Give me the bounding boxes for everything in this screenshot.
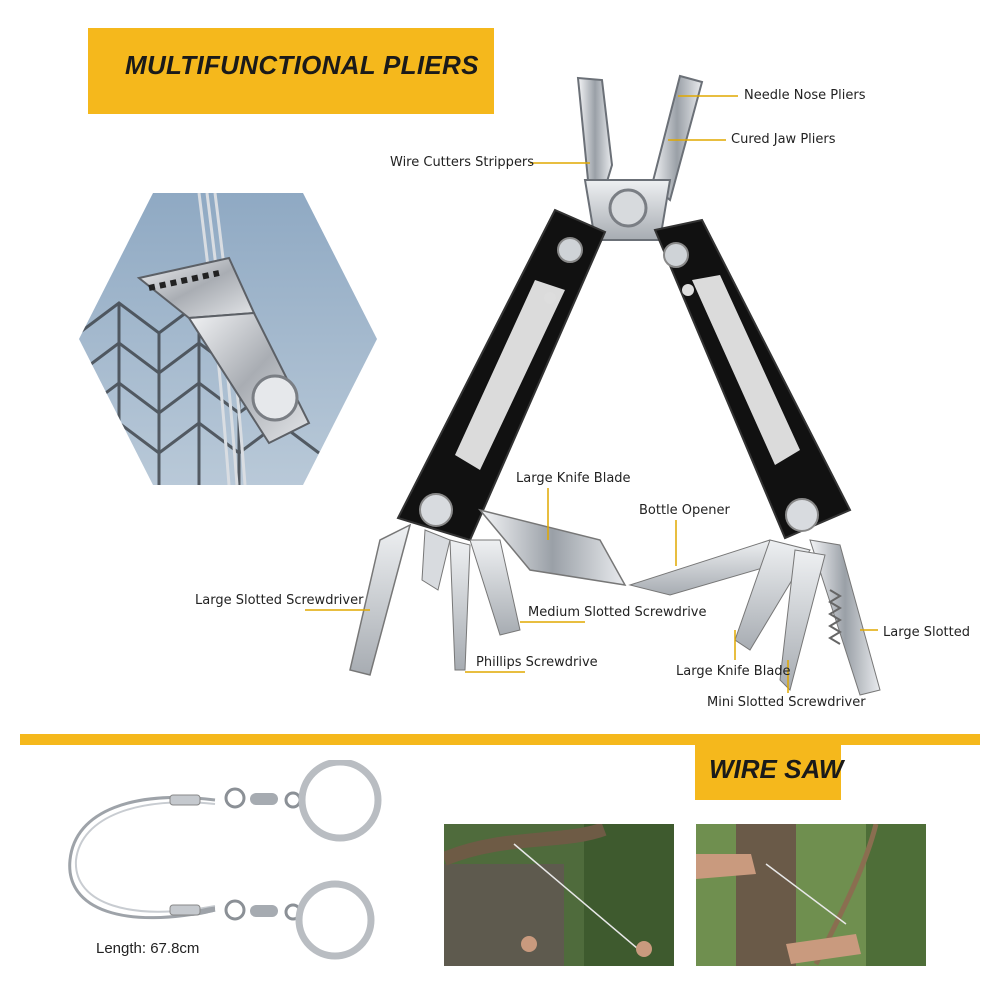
pliers-cutting-wire-photo [79, 193, 377, 485]
callout-large-slotted-screwdriver: Large Slotted Screwdriver [195, 593, 364, 608]
callout-cured-jaw-pliers: Cured Jaw Pliers [731, 132, 836, 147]
multitool-illustration [349, 74, 881, 696]
page-title: MULTIFUNCTIONAL PLIERS [125, 50, 479, 80]
wire-saw-banner [695, 744, 841, 800]
title-banner [88, 28, 494, 114]
callout-mini-slotted-screwdriver: Mini Slotted Screwdriver [707, 695, 866, 710]
section-divider [20, 734, 980, 745]
wire-saw-title: WIRE SAW [709, 754, 844, 784]
callout-large-knife-blade-left: Large Knife Blade [516, 471, 631, 486]
callout-large-slotted: Large Slotted [883, 625, 970, 640]
callout-bottle-opener: Bottle Opener [639, 503, 730, 518]
wire-saw-length: Length: 67.8cm [96, 940, 200, 957]
callout-medium-slotted-screwdrive: Medium Slotted Screwdrive [528, 605, 707, 620]
wire-saw-photo-branch [444, 824, 674, 966]
callout-phillips-screwdrive: Phillips Screwdrive [476, 655, 598, 670]
callout-wire-cutters-strippers: Wire Cutters Strippers [390, 155, 535, 170]
callout-lines [305, 95, 878, 693]
callout-large-knife-blade-right: Large Knife Blade [676, 664, 791, 679]
callout-needle-nose-pliers: Needle Nose Pliers [744, 88, 866, 103]
wire-saw-illustration [68, 760, 382, 960]
wire-saw-photo-tree [696, 824, 926, 966]
